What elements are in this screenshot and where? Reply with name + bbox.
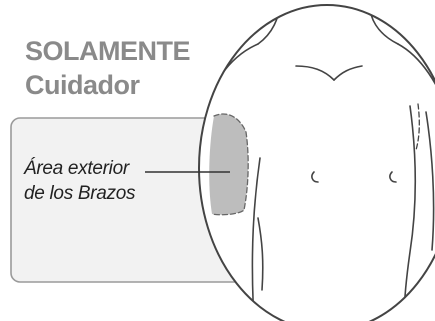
callout-label-line-1: Área exterior — [24, 158, 129, 179]
left-nipple — [311, 171, 319, 183]
neck-right — [369, 5, 399, 45]
left-arm-inner — [251, 157, 261, 321]
neck-left — [257, 5, 281, 45]
torso-illustration — [199, 5, 435, 321]
title-line-2: Cuidador — [25, 70, 140, 100]
callout-label-line-2: de los Brazos — [24, 183, 136, 204]
title-line-1: SOLAMENTE — [25, 36, 191, 66]
left-torso-side — [257, 217, 264, 291]
collarbone-left — [295, 65, 335, 81]
right-region-dashes — [415, 103, 420, 151]
magnifier-lens — [198, 4, 435, 321]
collarbone-right — [333, 65, 363, 81]
injection-site-outline — [211, 113, 249, 216]
injection-site-region — [209, 113, 249, 215]
right-nipple — [389, 171, 397, 183]
right-outer-arm — [425, 111, 435, 251]
right-shoulder — [397, 43, 435, 121]
